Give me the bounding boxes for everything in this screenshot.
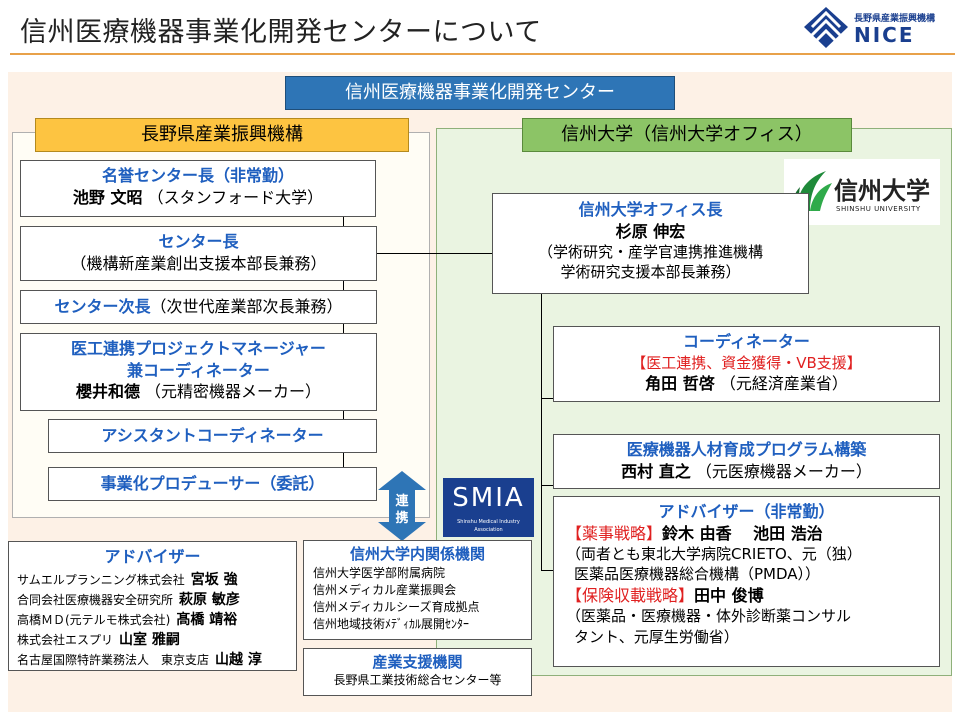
advisor-org: 高橋ＭＤ(元テルモ株式会社) <box>17 612 171 627</box>
project-manager-affiliation: （元精密機器メーカー） <box>145 382 322 402</box>
coordinator-tag: 【医工連携、資金獲得・VB支援】 <box>631 353 862 372</box>
director-box: センター長 （機構新産業創出支援本部長兼務） <box>20 226 377 281</box>
advisor-right-box: アドバイザー（非常勤） 【薬事戦略】鈴木 由香 池田 浩治 （両者とも東北大学病… <box>553 496 940 667</box>
honorary-director-name: 池野 文昭 <box>72 187 143 207</box>
advisor-name: 宮坂 強 <box>190 571 238 588</box>
double-arrow-icon <box>378 471 426 541</box>
link-arrow-label-bottom: 携 <box>395 511 409 526</box>
advisor-right-names-1: 鈴木 由香 池田 浩治 <box>662 523 823 543</box>
connector-director-office <box>377 253 492 254</box>
project-manager-box: 医工連携プロジェクトマネージャー 兼コーディネーター 櫻井和德 （元精密機器メー… <box>20 333 377 411</box>
univ-related-item: 信州メディカル産業振興会 <box>313 583 457 598</box>
advisor-right-note-2b: タント、元厚生労働省） <box>574 627 739 646</box>
univ-related-title: 信州大学内関係機関 <box>349 545 485 563</box>
link-arrow: 連 携 <box>376 470 428 542</box>
project-manager-name: 櫻井和德 <box>75 382 140 402</box>
advisor-right-names-2: 田中 俊博 <box>694 585 764 605</box>
shinshu-univ-logo-name: 信州大学 <box>834 177 930 205</box>
advisor-right-role: アドバイザー（非常勤） <box>658 502 835 521</box>
coordinator-box: コーディネーター 【医工連携、資金獲得・VB支援】 角田 哲啓 （元経済産業省） <box>553 326 940 402</box>
nice-logo: 長野県産業振興機構 NICE <box>802 5 952 50</box>
advisor-name: 萩原 敏彦 <box>179 591 240 608</box>
deputy-director-affiliation: （次世代産業部次長兼務） <box>150 297 343 316</box>
project-manager-role-2: 兼コーディネーター <box>127 360 270 380</box>
advisor-name: 山越 淳 <box>215 651 262 668</box>
deputy-director-role: センター次長 <box>54 297 151 316</box>
connector-coordinator <box>541 398 553 399</box>
univ-related-item: 信州大学医学部附属病院 <box>313 566 446 581</box>
coordinator-affiliation: （元経済産業省） <box>719 373 848 393</box>
connector-right-vertical <box>541 294 542 571</box>
program-box: 医療機器人材育成プログラム構築 西村 直之 （元医療機器メーカー） <box>553 434 940 489</box>
advisor-name: 髙橋 靖裕 <box>176 611 238 628</box>
shinshu-univ-logo-sub: SHINSHU UNIVERSITY <box>836 205 921 213</box>
advisors-left-box: アドバイザー サムエルプランニング株式会社宮坂 強合同会社医療機器安全研究所萩原… <box>8 541 297 671</box>
office-head-role: 信州大学オフィス長 <box>578 200 723 219</box>
deputy-director-box: センター次長（次世代産業部次長兼務） <box>20 290 377 324</box>
nice-logo-name: NICE <box>854 23 915 47</box>
business-producer-box: 事業化プロデューサー（委託） <box>48 467 377 501</box>
nice-emblem-icon <box>804 7 848 48</box>
advisor-right-note-1a: （両者とも東北大学病院CRIETO、元（独） <box>566 545 862 564</box>
advisor-right-note-1b: 医薬品医療機器総合機構（PMDA）） <box>574 565 821 584</box>
assistant-coordinator-box: アシスタントコーディネーター <box>48 419 377 453</box>
coordinator-name: 角田 哲啓 <box>645 373 715 393</box>
coordinator-role: コーディネーター <box>683 332 810 351</box>
advisors-left-list: サムエルプランニング株式会社宮坂 強合同会社医療機器安全研究所萩原 敏彦高橋ＭＤ… <box>17 570 296 670</box>
advisor-org: サムエルプランニング株式会社 <box>17 572 185 587</box>
page-title: 信州医療機器事業化開発センターについて <box>20 17 542 48</box>
title-underline <box>10 53 955 55</box>
advisor-org: 名古屋国際特許業務法人 東京支店 <box>17 652 210 667</box>
project-manager-role-1: 医工連携プロジェクトマネージャー <box>71 339 326 358</box>
smia-logo: SMIA Shinshu Medical Industry Associatio… <box>443 478 534 537</box>
smia-logo-text: SMIA <box>452 483 525 513</box>
univ-related-item: 信州地域技術ﾒﾃﾞｨｶﾙ展開ｾﾝﾀｰ <box>313 617 470 632</box>
advisor-row: サムエルプランニング株式会社宮坂 強 <box>17 570 296 590</box>
univ-related-item: 信州メディカルシーズ育成拠点 <box>313 600 480 615</box>
director-role: センター長 <box>158 232 239 251</box>
director-affiliation: （機構新産業創出支援本部長兼務） <box>70 253 327 273</box>
industry-support-item: 長野県工業技術総合センター等 <box>333 673 502 688</box>
nice-logo-caption: 長野県産業振興機構 <box>854 14 936 24</box>
advisor-row: 名古屋国際特許業務法人 東京支店山越 淳 <box>17 650 296 670</box>
industry-support-title: 産業支援機関 <box>372 653 463 671</box>
advisor-row: 合同会社医療機器安全研究所萩原 敏彦 <box>17 590 296 610</box>
office-head-affiliation-2: 学術研究支援本部長兼務） <box>560 263 741 282</box>
center-name-banner: 信州医療機器事業化開発センター <box>285 76 675 110</box>
advisor-row: 株式会社エスプリ山室 雅嗣 <box>17 630 296 650</box>
advisor-org: 株式会社エスプリ <box>17 632 114 647</box>
industry-support-box: 産業支援機関 長野県工業技術総合センター等 <box>303 648 532 696</box>
left-org-title: 長野県産業振興機構 <box>35 118 409 152</box>
smia-logo-caption: Shinshu Medical Industry Association <box>457 519 520 533</box>
program-affiliation: （元医療機器メーカー） <box>695 461 872 481</box>
advisor-right-tag-1: 【薬事戦略】 <box>566 523 663 543</box>
program-role: 医療機器人材育成プログラム構築 <box>626 440 867 459</box>
honorary-director-affiliation: （スタンフォード大学） <box>147 187 324 207</box>
advisors-left-title: アドバイザー <box>104 547 201 566</box>
advisor-right-tag-2: 【保険収載戦略】 <box>566 585 695 605</box>
honorary-director-box: 名誉センター長（非常勤） 池野 文昭 （スタンフォード大学） <box>20 160 376 217</box>
advisor-name: 山室 雅嗣 <box>119 631 180 648</box>
honorary-director-role: 名誉センター長（非常勤） <box>101 166 294 185</box>
advisor-right-note-2a: （医薬品・医療機器・体外診断薬コンサル <box>566 607 852 626</box>
univ-related-box: 信州大学内関係機関 信州大学医学部附属病院 信州メディカル産業振興会 信州メディ… <box>303 540 532 640</box>
office-head-affiliation-1: （学術研究・産学官連携推進機構 <box>537 243 763 262</box>
connector-program <box>541 485 553 486</box>
link-arrow-label-top: 連 <box>395 494 409 509</box>
advisor-org: 合同会社医療機器安全研究所 <box>17 592 174 607</box>
office-head-name: 杉原 伸宏 <box>615 221 686 241</box>
program-name: 西村 直之 <box>621 461 691 481</box>
advisor-row: 高橋ＭＤ(元テルモ株式会社) 髙橋 靖裕 <box>17 610 296 630</box>
office-head-box: 信州大学オフィス長 杉原 伸宏 （学術研究・産学官連携推進機構 学術研究支援本部… <box>492 193 809 294</box>
connector-advisor <box>541 570 553 571</box>
right-org-title: 信州大学（信州大学オフィス） <box>522 118 852 152</box>
